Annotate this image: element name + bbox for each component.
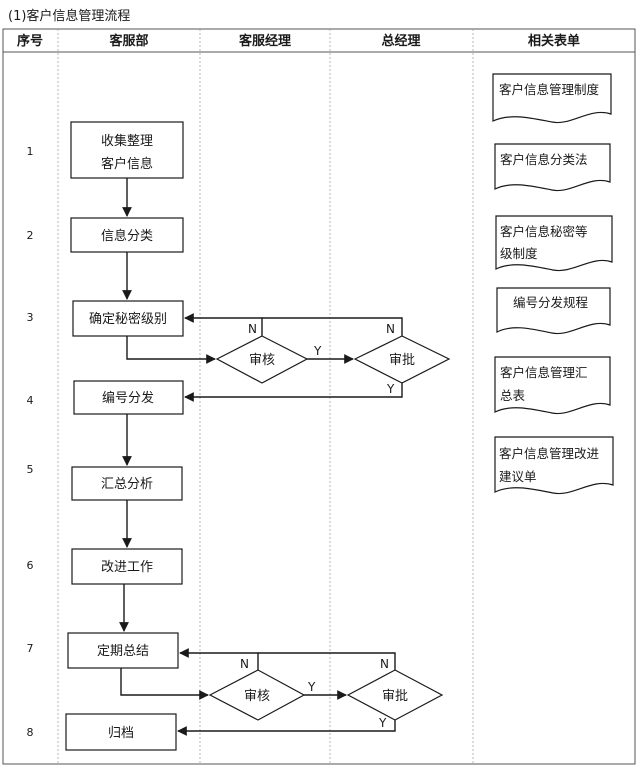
no-label: N xyxy=(240,657,249,671)
document-label: 客户信息秘密等 xyxy=(500,224,588,239)
document-confidential-level-policy: 客户信息秘密等 级制度 xyxy=(495,215,613,272)
decision-approve-2: 审批 xyxy=(346,669,444,721)
decision-review-1: 审核 xyxy=(215,335,309,384)
step-periodic-summary: 定期总结 xyxy=(67,632,179,669)
header-related-forms: 相关表单 xyxy=(528,33,580,49)
no-label: N xyxy=(386,322,395,336)
step-label: 归档 xyxy=(108,726,134,741)
document-improvement-suggestion-form: 客户信息管理改进 建议单 xyxy=(494,436,614,495)
document-info-summary-sheet: 客户信息管理汇 总表 xyxy=(494,356,611,415)
step-label: 改进工作 xyxy=(101,560,153,575)
row-number: 2 xyxy=(27,229,34,242)
step-classify: 信息分类 xyxy=(70,217,184,253)
document-label: 客户信息管理制度 xyxy=(499,82,600,97)
document-numbering-rules: 编号分发规程 xyxy=(496,287,611,335)
flow-arrow xyxy=(126,336,216,364)
row-number: 1 xyxy=(27,145,34,158)
decision-label: 审核 xyxy=(244,689,270,704)
step-analysis: 汇总分析 xyxy=(71,466,183,501)
header-general-manager: 总经理 xyxy=(381,33,420,49)
header-service-manager: 客服经理 xyxy=(239,33,291,49)
step-numbering: 编号分发 xyxy=(73,380,184,415)
yes-label: Y xyxy=(313,344,322,358)
row-number: 3 xyxy=(27,311,34,324)
header-seq: 序号 xyxy=(17,33,43,49)
yes-label: Y xyxy=(378,716,387,730)
document-info-management-policy: 客户信息管理制度 xyxy=(492,73,612,124)
step-collect-info: 收集整理 客户信息 xyxy=(70,121,184,179)
header-service-dept: 客服部 xyxy=(109,33,148,49)
decision-review-2: 审核 xyxy=(208,669,306,721)
diagram-title: (1)客户信息管理流程 xyxy=(8,8,130,24)
no-label: N xyxy=(248,322,257,336)
step-archive: 归档 xyxy=(65,713,177,751)
step-label: 收集整理 xyxy=(101,133,153,149)
step-label: 确定秘密级别 xyxy=(89,311,167,327)
decision-label: 审批 xyxy=(389,353,415,368)
document-label: 客户信息管理汇 xyxy=(500,365,588,380)
row-number: 4 xyxy=(27,394,34,407)
yes-label: Y xyxy=(307,680,316,694)
document-info-classification: 客户信息分类法 xyxy=(494,143,611,192)
flow-line-no xyxy=(258,652,396,670)
step-label: 定期总结 xyxy=(97,644,149,659)
step-label: 信息分类 xyxy=(101,228,153,244)
step-confidential-level: 确定秘密级别 xyxy=(72,300,184,337)
row-number: 7 xyxy=(27,642,34,655)
step-label: 汇总分析 xyxy=(101,477,153,492)
document-label: 总表 xyxy=(500,388,526,403)
document-label: 建议单 xyxy=(499,469,537,484)
flow-arrow xyxy=(120,668,209,700)
row-number: 8 xyxy=(27,726,34,739)
yes-label: Y xyxy=(386,382,395,396)
row-number: 6 xyxy=(27,559,34,572)
decision-label: 审批 xyxy=(382,689,408,704)
decision-approve-1: 审批 xyxy=(353,335,451,384)
flow-arrow-yes xyxy=(184,383,403,402)
document-label: 级制度 xyxy=(500,246,538,261)
no-label: N xyxy=(380,657,389,671)
document-label: 客户信息分类法 xyxy=(500,152,588,167)
step-label: 客户信息 xyxy=(101,156,153,172)
flow-line-no xyxy=(262,317,403,336)
step-improve: 改进工作 xyxy=(71,548,183,585)
table-frame xyxy=(2,28,636,765)
row-number: 5 xyxy=(27,463,34,476)
step-label: 编号分发 xyxy=(102,390,154,406)
document-label: 编号分发规程 xyxy=(513,295,589,310)
flow-arrow-yes xyxy=(177,720,396,736)
decision-label: 审核 xyxy=(249,353,275,368)
document-label: 客户信息管理改进 xyxy=(499,446,600,461)
